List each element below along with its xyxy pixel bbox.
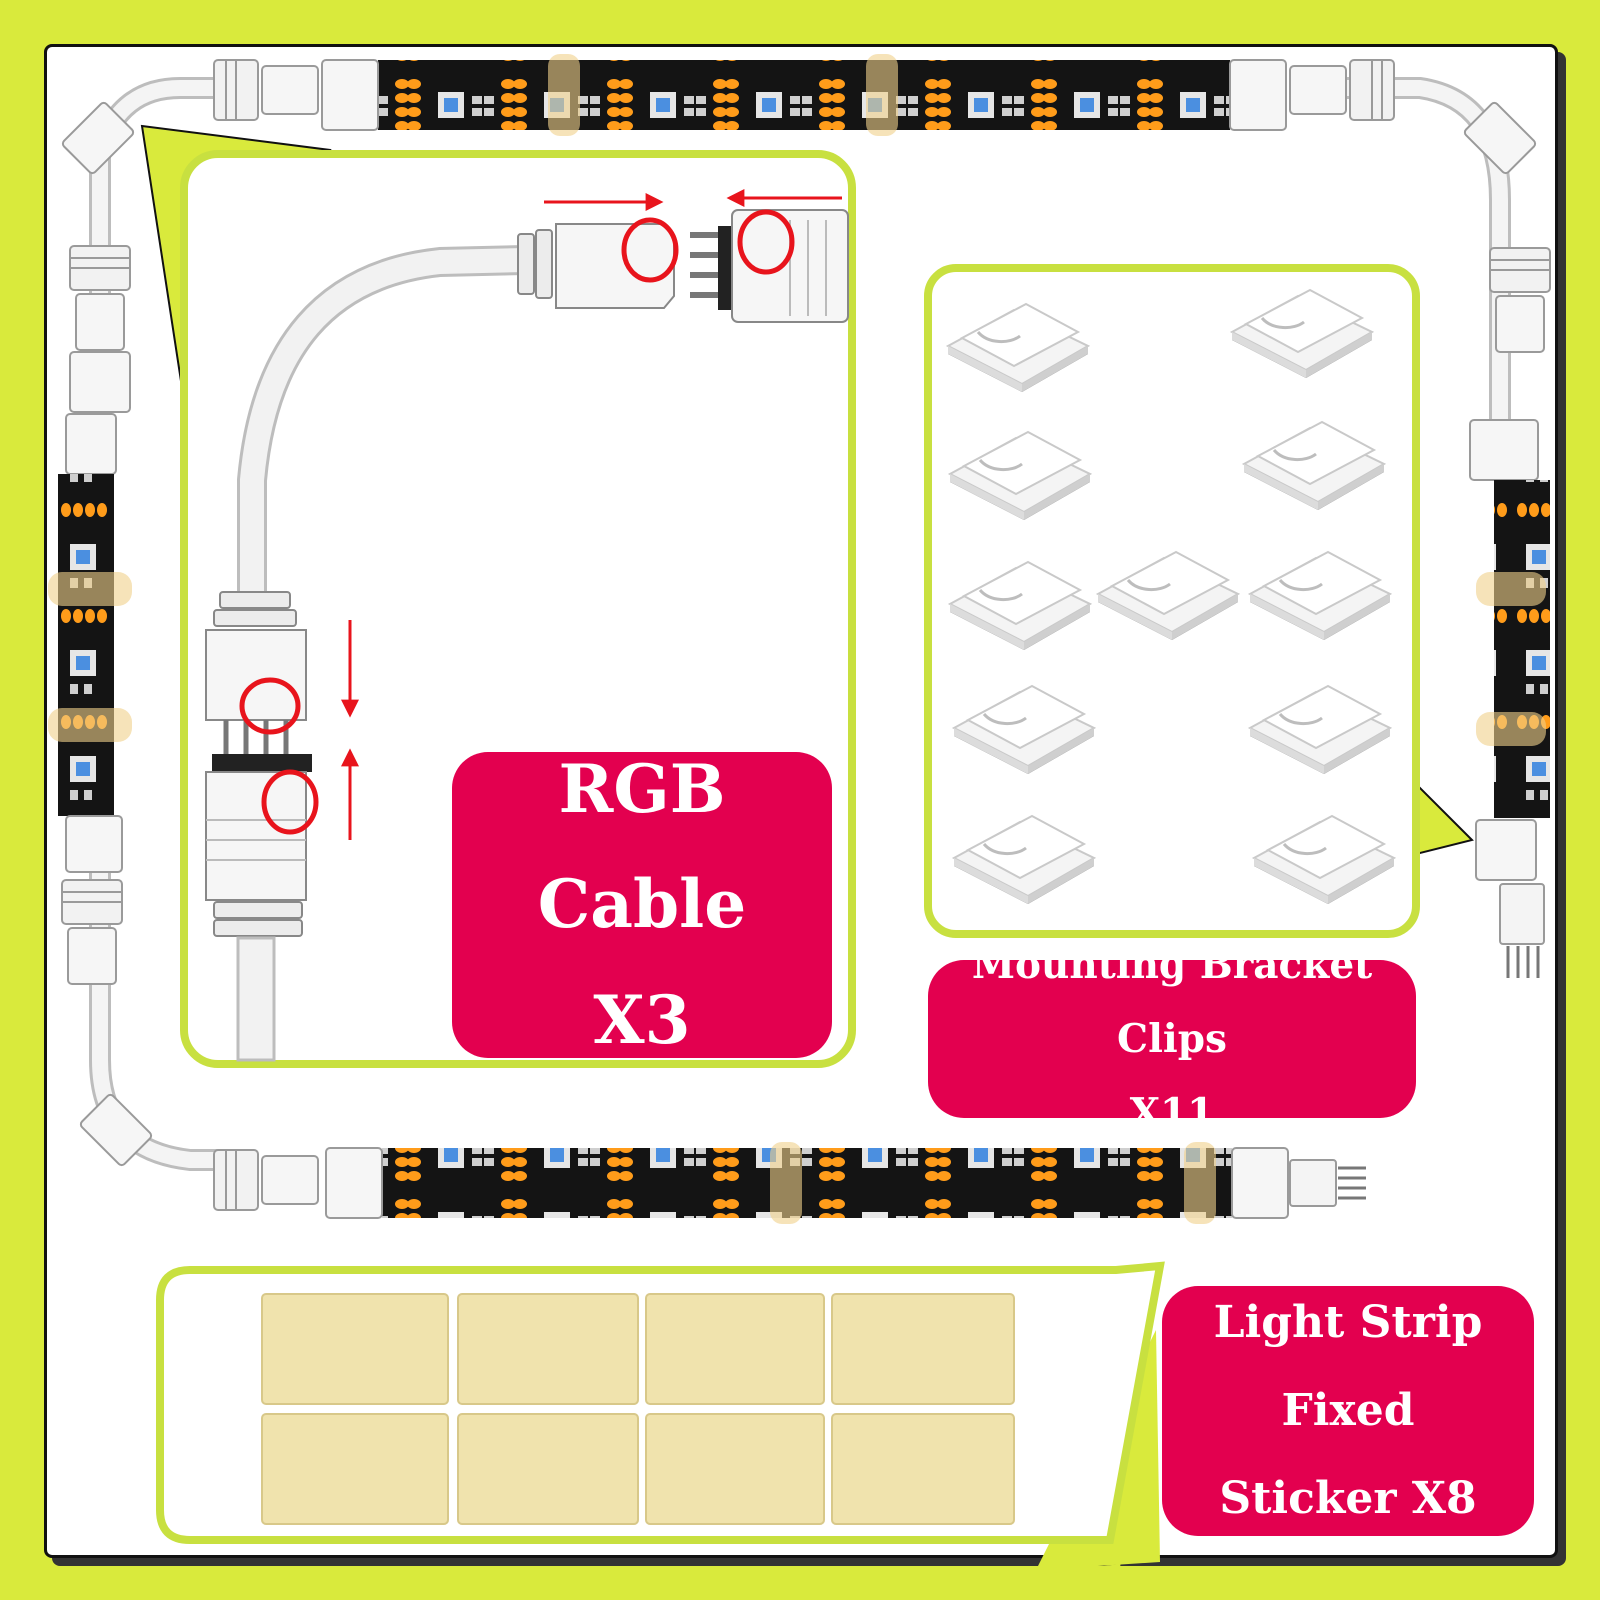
led-strip-top — [378, 60, 1230, 130]
red-circle-icon — [261, 769, 319, 835]
rgb-cable-title: RGB Cable — [537, 749, 747, 944]
red-circle-icon — [621, 217, 679, 283]
led-strip-right — [1494, 480, 1550, 818]
mounting-clips-count: X11 — [1129, 1090, 1215, 1137]
sticker-title: Light Strip Fixed — [1213, 1297, 1483, 1436]
sticker-count: Sticker X8 — [1219, 1473, 1477, 1524]
led-strip-left — [58, 474, 114, 816]
rgb-cable-count: X3 — [593, 980, 691, 1059]
sticker-label: Light Strip Fixed Sticker X8 — [1162, 1286, 1534, 1536]
rgb-cable-label: RGB Cable X3 — [452, 750, 832, 1059]
mounting-clips-title: Mounting Bracket Clips — [971, 941, 1373, 1062]
red-circle-icon — [737, 209, 795, 275]
mounting-clips-label: Mounting Bracket Clips X11 — [928, 942, 1416, 1136]
red-circle-icon — [239, 677, 301, 735]
sticker-sheet-icon — [261, 1293, 1015, 1525]
led-strip-bottom — [382, 1148, 1232, 1218]
